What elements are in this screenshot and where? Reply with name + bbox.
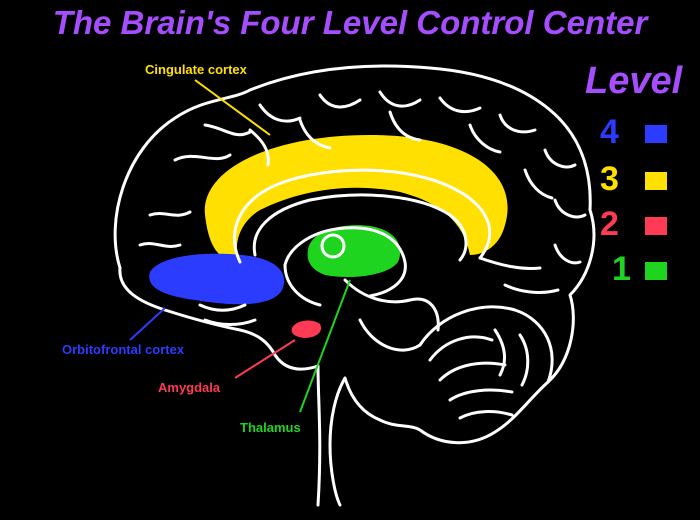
orbitofrontal-leader-line <box>129 307 166 341</box>
amygdala-region <box>291 320 322 338</box>
legend-item-level-2: 2 <box>600 205 690 245</box>
page-title: The Brain's Four Level Control Center <box>52 4 648 41</box>
cingulate-cortex-label: Cingulate cortex <box>145 62 247 77</box>
legend-swatch-level-2 <box>645 217 667 235</box>
legend-number: 2 <box>600 205 619 243</box>
legend-number: 4 <box>600 113 619 151</box>
legend-number: 3 <box>600 160 619 198</box>
legend-title: Level <box>585 60 683 102</box>
legend-item-level-3: 3 <box>600 160 690 200</box>
amygdala-label: Amygdala <box>158 380 221 395</box>
amygdala-leader-line <box>234 339 296 379</box>
legend-swatch-level-1 <box>645 262 667 280</box>
legend-swatch-level-3 <box>645 172 667 190</box>
thalamus-label: Thalamus <box>240 420 301 435</box>
orbitofrontal-cortex-label: Orbitofrontal cortex <box>62 342 185 357</box>
legend-item-level-1: 1 <box>612 250 700 290</box>
thalamus-leader-line <box>299 279 351 413</box>
brain-outline <box>113 64 596 507</box>
legend-swatch-level-4 <box>645 125 667 143</box>
legend-number: 1 <box>612 250 631 288</box>
cingulate-leader-line <box>194 79 271 136</box>
cingulate-region <box>204 135 508 262</box>
orbitofrontal-region <box>149 253 285 305</box>
legend-item-level-4: 4 <box>600 113 690 153</box>
thalamus-region <box>307 225 401 278</box>
